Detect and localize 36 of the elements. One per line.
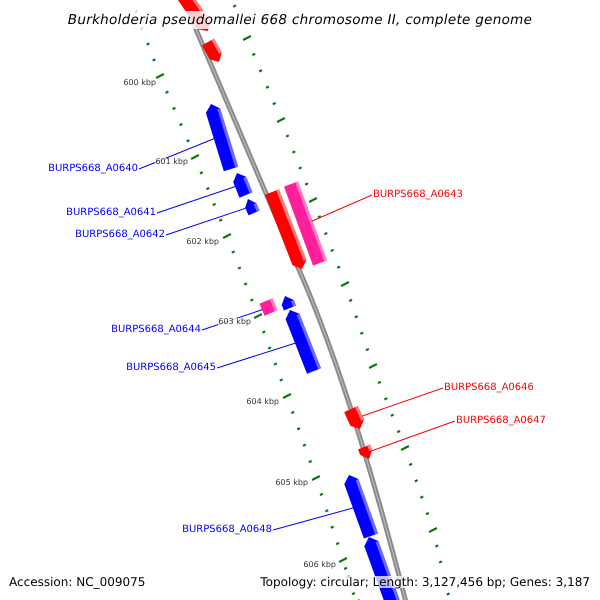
gene-feature [260,298,278,316]
gene-label: BURPS668_A0646 [444,383,534,393]
gene-feature [358,444,372,459]
gene-label: BURPS668_A0640 [48,164,138,174]
gene-label: BURPS668_A0648 [182,525,272,535]
leader-line [372,420,456,452]
scale-label: 605 kbp [275,479,308,487]
footer-text: Accession: NC_009075 [9,576,146,588]
gene-feature [344,406,364,429]
gene-label: BURPS668_A0645 [126,363,216,373]
leader-line [272,507,354,530]
gene-feature [282,296,296,310]
scale-label: 602 kbp [186,238,219,246]
scale-label: 606 kbp [303,561,336,569]
gene-feature [202,38,222,62]
gene-feature [286,310,321,374]
leader-line [362,388,444,417]
gene-feature [233,173,252,198]
gene-label: BURPS668_A0641 [66,208,156,218]
gene-feature [206,104,238,172]
scale-label: 604 kbp [246,398,279,406]
leader-line [312,194,372,222]
leader-line [156,186,236,214]
gene-label: BURPS668_A0644 [111,325,201,335]
leader-line [166,208,246,236]
leader-line [216,342,296,368]
gene-label: BURPS668_A0642 [75,230,165,240]
scale-label: 600 kbp [123,79,156,87]
footer-text: Topology: circular; Length: 3,127,456 bp; Genes: 3,187 [260,576,590,588]
gene-feature [245,199,260,216]
scale-label: 601 kbp [155,158,188,166]
gene-feature [344,475,378,538]
gene-feature [265,189,306,269]
scale-label: 603 kbp [218,318,251,326]
gene-label: BURPS668_A0643 [373,190,463,200]
gene-label: BURPS668_A0647 [456,416,546,426]
